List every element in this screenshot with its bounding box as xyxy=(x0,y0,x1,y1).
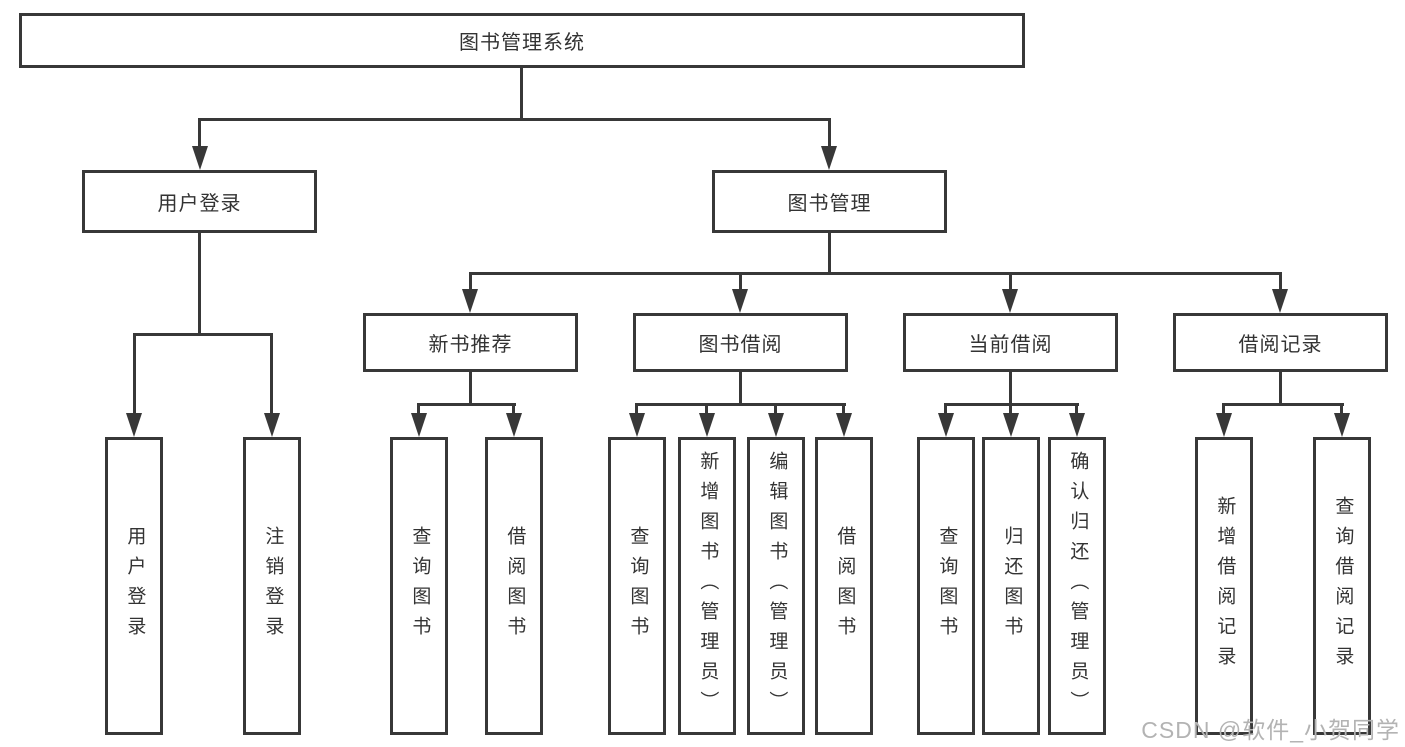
node-query-books-recommend: 查询图书 xyxy=(390,437,448,735)
node-user-login-branch-label: 用户登录 xyxy=(157,193,242,215)
node-root: 图书管理系统 xyxy=(19,13,1025,68)
connector-group-rail xyxy=(417,403,516,406)
arrowhead-down-icon xyxy=(411,413,427,437)
connector-line xyxy=(1340,403,1343,417)
node-borrowing-records: 借阅记录 xyxy=(1173,313,1388,372)
arrowhead-down-icon xyxy=(732,289,748,313)
connector-line xyxy=(469,370,472,406)
connector-line xyxy=(635,403,638,417)
node-edit-books-admin-label: 编辑图书（管理员） xyxy=(766,451,788,721)
connector-user-login-rail xyxy=(133,333,273,336)
connector-line xyxy=(842,403,845,417)
arrowhead-down-icon xyxy=(836,413,852,437)
arrowhead-down-icon xyxy=(768,413,784,437)
node-query-books-borrowing: 查询图书 xyxy=(608,437,666,735)
arrowhead-down-icon xyxy=(1003,413,1019,437)
node-book-borrowing: 图书借阅 xyxy=(633,313,848,372)
node-logout: 注销登录 xyxy=(243,437,301,735)
arrowhead-down-icon xyxy=(629,413,645,437)
node-confirm-return-admin-label: 确认归还（管理员） xyxy=(1067,451,1089,721)
arrowhead-down-icon xyxy=(1334,413,1350,437)
node-current-borrowing: 当前借阅 xyxy=(903,313,1118,372)
connector-line xyxy=(469,272,472,290)
connector-line xyxy=(828,118,831,152)
arrowhead-down-icon xyxy=(506,413,522,437)
connector-root-stem xyxy=(520,66,523,120)
node-user-login-branch: 用户登录 xyxy=(82,170,317,233)
connector-line xyxy=(198,118,201,152)
arrowhead-down-icon xyxy=(1002,289,1018,313)
connector-level1-rail xyxy=(198,118,831,121)
node-root-label: 图书管理系统 xyxy=(459,32,585,54)
node-query-borrow-record: 查询借阅记录 xyxy=(1313,437,1371,735)
arrowhead-down-icon xyxy=(699,413,715,437)
node-borrow-books-recommend-label: 借阅图书 xyxy=(504,526,526,646)
arrowhead-down-icon xyxy=(1216,413,1232,437)
connector-line xyxy=(270,333,273,417)
node-return-books: 归还图书 xyxy=(982,437,1040,735)
connector-line xyxy=(828,231,831,275)
node-current-borrowing-label: 当前借阅 xyxy=(968,334,1053,356)
arrowhead-down-icon xyxy=(1272,289,1288,313)
node-borrow-books: 借阅图书 xyxy=(815,437,873,735)
node-add-borrow-record-label: 新增借阅记录 xyxy=(1214,496,1236,676)
connector-line xyxy=(198,231,201,333)
connector-line xyxy=(1075,403,1078,417)
connector-line xyxy=(739,272,742,290)
arrowhead-down-icon xyxy=(264,413,280,437)
arrowhead-down-icon xyxy=(821,146,837,170)
connector-line xyxy=(1009,370,1012,406)
node-query-borrow-record-label: 查询借阅记录 xyxy=(1332,496,1354,676)
connector-line xyxy=(944,403,947,417)
node-add-books-admin-label: 新增图书（管理员） xyxy=(697,451,719,721)
node-borrow-books-label: 借阅图书 xyxy=(834,526,856,646)
node-user-login-leaf-label: 用户登录 xyxy=(124,526,146,646)
connector-group-rail xyxy=(635,403,846,406)
node-add-borrow-record: 新增借阅记录 xyxy=(1195,437,1253,735)
node-query-books-current: 查询图书 xyxy=(917,437,975,735)
connector-line xyxy=(1009,403,1012,417)
node-book-management-branch: 图书管理 xyxy=(712,170,947,233)
connector-line xyxy=(417,403,420,417)
node-new-book-recommend: 新书推荐 xyxy=(363,313,578,372)
connector-line xyxy=(133,333,136,417)
node-return-books-label: 归还图书 xyxy=(1001,526,1023,646)
connector-group-rail xyxy=(1222,403,1344,406)
arrowhead-down-icon xyxy=(1069,413,1085,437)
node-query-books-borrowing-label: 查询图书 xyxy=(627,526,649,646)
node-logout-label: 注销登录 xyxy=(262,526,284,646)
arrowhead-down-icon xyxy=(126,413,142,437)
node-query-books-current-label: 查询图书 xyxy=(936,526,958,646)
connector-line xyxy=(705,403,708,417)
connector-line xyxy=(1279,272,1282,290)
node-confirm-return-admin: 确认归还（管理员） xyxy=(1048,437,1106,735)
arrowhead-down-icon xyxy=(462,289,478,313)
node-new-book-recommend-label: 新书推荐 xyxy=(428,334,513,356)
node-query-books-recommend-label: 查询图书 xyxy=(409,526,431,646)
connector-line xyxy=(1009,272,1012,290)
connector-line xyxy=(774,403,777,417)
node-add-books-admin: 新增图书（管理员） xyxy=(678,437,736,735)
arrowhead-down-icon xyxy=(192,146,208,170)
node-user-login-leaf: 用户登录 xyxy=(105,437,163,735)
arrowhead-down-icon xyxy=(938,413,954,437)
csdn-watermark: CSDN @软件_小贺同学 xyxy=(1141,717,1400,743)
connector-line xyxy=(1279,370,1282,406)
node-borrowing-records-label: 借阅记录 xyxy=(1238,334,1323,356)
node-edit-books-admin: 编辑图书（管理员） xyxy=(747,437,805,735)
connector-line xyxy=(1222,403,1225,417)
node-book-borrowing-label: 图书借阅 xyxy=(698,334,783,356)
connector-level2-rail xyxy=(469,272,1282,275)
connector-line xyxy=(739,370,742,406)
connector-line xyxy=(512,403,515,417)
node-book-management-branch-label: 图书管理 xyxy=(787,193,872,215)
node-borrow-books-recommend: 借阅图书 xyxy=(485,437,543,735)
